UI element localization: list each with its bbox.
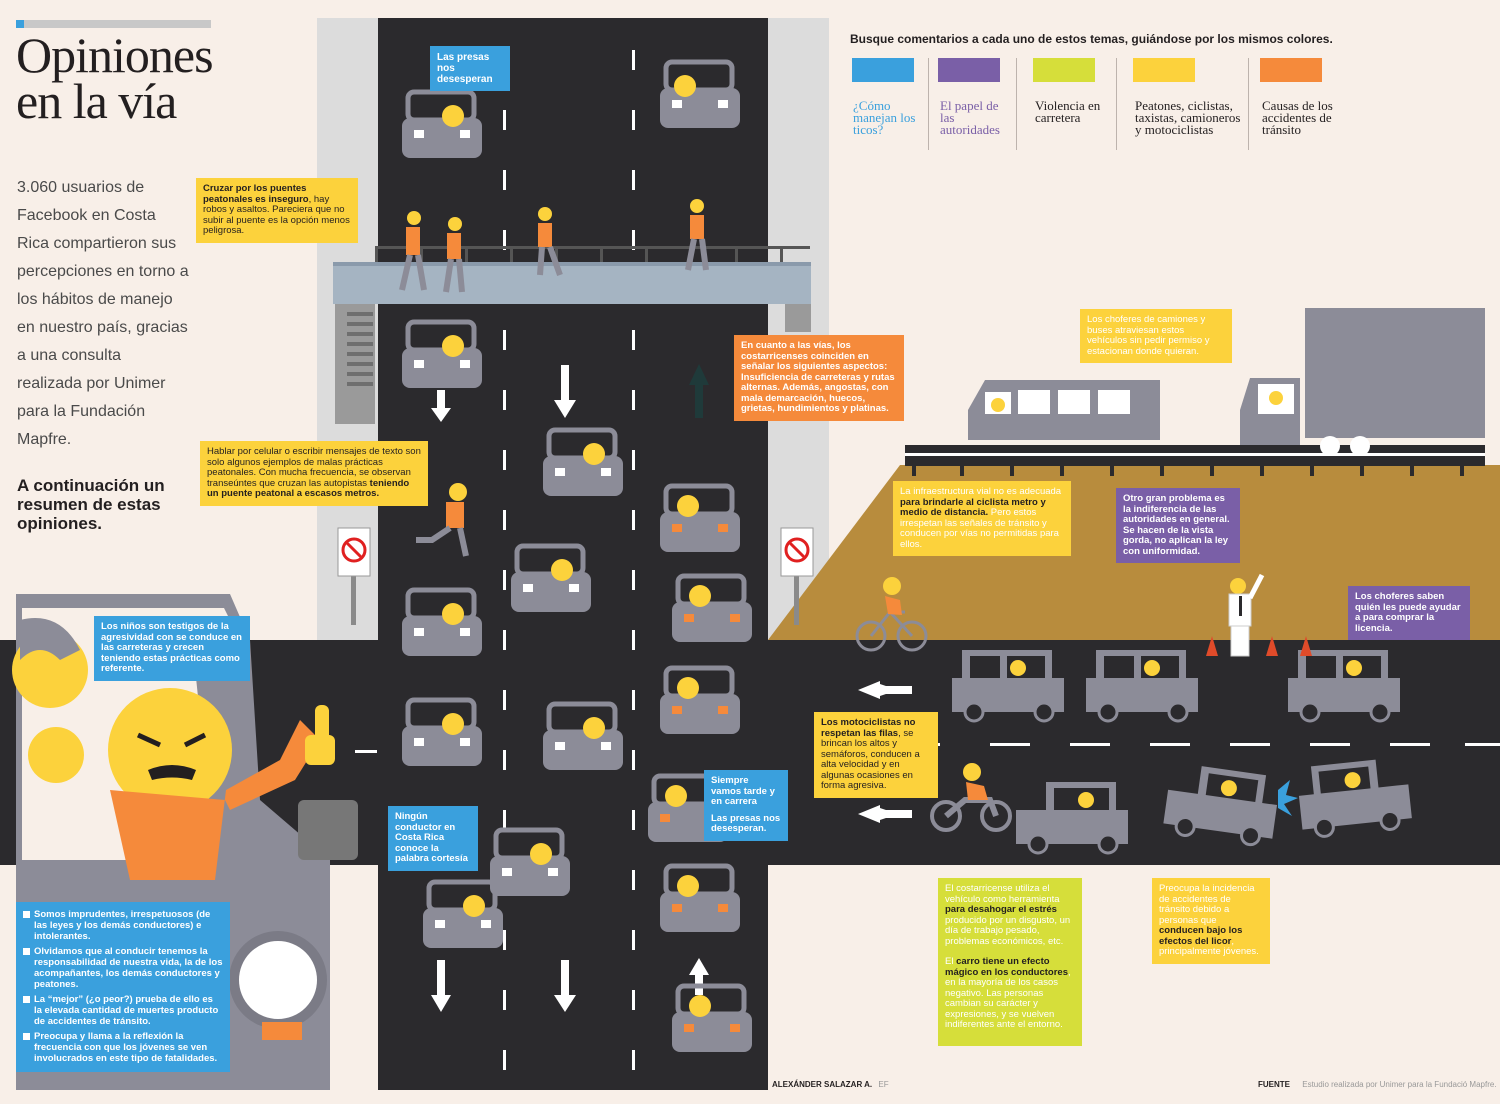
legend-separator [1116, 58, 1117, 150]
legend-separator [928, 58, 929, 150]
legend-label-orange: Causas de los accidentes de tránsito [1262, 98, 1333, 137]
motorcyclist-head [963, 763, 981, 781]
author-name: ALEXÁNDER SALAZAR A. [772, 1080, 873, 1089]
source-label: FUENTE [1258, 1080, 1290, 1089]
legend-label-yellow: Peatones, ciclistas, taxistas, camionero… [1135, 98, 1241, 137]
legend-swatch-purple [938, 58, 1000, 82]
cyclist-body [885, 596, 902, 615]
bubble-text: Pero estos irrespetan las señales de trá… [900, 507, 1059, 550]
motorcycle [930, 800, 1012, 832]
list-item: La “mejor” (¿o peor?) prueba de ello es … [23, 994, 223, 1027]
bubble-text: , se brincan los altos y semáforos, cond… [821, 727, 920, 791]
bubble-infraestructura: La infraestructura vial no es adecuada p… [893, 481, 1071, 556]
bubble-tarde: Siempre vamos tarde y en carrera Las pre… [704, 770, 788, 841]
bubble-text: Otro gran problema es la indiferencia de… [1123, 493, 1230, 557]
bubble-puentes: Cruzar por los puentes peatonales es ins… [196, 178, 358, 243]
bubble-text: Hablar por celular o escribir mensajes d… [207, 446, 421, 489]
arrow-left [858, 805, 912, 823]
intro-text: 3.060 usuarios de Facebook en Costa Rica… [17, 179, 189, 448]
bubble-licor: Preocupa la incidencia de accidentes de … [1152, 878, 1270, 964]
pedestrians [399, 199, 709, 557]
bubble-bold-text: teniendo un puente peatonal a escasos me… [207, 477, 410, 499]
legend-separator [1016, 58, 1017, 150]
credit-source: FUENTE Estudio realizada por Unimer para… [1258, 1080, 1497, 1089]
legend-separator [1248, 58, 1249, 150]
elevated-highway [905, 445, 1485, 453]
legend-swatch-green [1033, 58, 1095, 82]
arrow-up-dark [689, 364, 709, 418]
cars-horizontal [952, 650, 1412, 855]
source-text: Estudio realizada por Unimer para la Fun… [1302, 1080, 1497, 1089]
bubble-bold-text: carro tiene un efecto mágico en los cond… [945, 956, 1068, 978]
bubble-camiones: Los choferes de camiones y buses atravie… [1080, 309, 1232, 363]
page-title: Opiniones en la vía [16, 27, 214, 129]
crash-spark-icon [1278, 780, 1298, 816]
bubble-autoridades: Otro gran problema es la indiferencia de… [1116, 488, 1240, 563]
bubble-text: Los choferes saben quién les puede ayuda… [1355, 591, 1461, 634]
police-officer [1206, 573, 1312, 657]
bubble-text: , hay robos y asaltos. Pareciera que no … [203, 193, 350, 236]
no-left-turn-sign-left [337, 527, 371, 625]
bubble-cortesia: Ningún conductor en Costa Rica conoce la… [388, 806, 478, 871]
legend-swatch-orange [1260, 58, 1322, 82]
bubble-text: Las presas nos desesperan [437, 52, 493, 85]
title-line-2: en la vía [16, 73, 177, 129]
legend-swatch-blue [852, 58, 914, 82]
bubble-text: Ningún conductor en Costa Rica conoce la… [395, 811, 468, 864]
bubble-text: El [945, 956, 957, 967]
bubble-text: La infraestructura vial no es adecuada [900, 486, 1062, 497]
summary-text: A continuación un resumen de estas opini… [17, 476, 165, 533]
bubble-text: , principalmente jóvenes. [1159, 935, 1259, 957]
title-line-1: Opiniones [16, 27, 214, 83]
bubble-text: En cuanto a las vías, los costarricenses… [741, 340, 888, 372]
bubble-licencia: Los choferes saben quién les puede ayuda… [1348, 586, 1470, 640]
bubble-bold-text: para brindarle al ciclista metro y medio… [900, 496, 1046, 518]
legend-label-blue: ¿Cómo manejan los ticos? [853, 98, 916, 137]
bubble-presas-top: Las presas nos desesperan [430, 46, 510, 91]
bubble-vias: En cuanto a las vías, los costarricenses… [734, 335, 904, 421]
bubble-text: Siempre vamos tarde y en carrera [711, 775, 775, 807]
no-left-turn-sign-right [780, 527, 814, 625]
motorcyclist-body [966, 782, 988, 800]
cars-vertical [402, 59, 752, 1052]
bubble-text: El costarricense utiliza el vehículo com… [945, 883, 1060, 905]
bubble-ninos: Los niños son testigos de la agresividad… [94, 616, 250, 681]
list-item: Olvidamos que al conducir tenemos la res… [23, 946, 223, 990]
bubble-text: Los choferes de camiones y buses atravie… [1087, 314, 1210, 357]
bubble-motociclistas: Los motociclistas no respetan las filas,… [814, 712, 938, 798]
legend-heading: Busque comentarios a cada uno de estos t… [850, 32, 1333, 46]
pedestrian-bridge [333, 246, 811, 424]
author-tag: EF [878, 1080, 889, 1089]
legend-label-purple: El papel de las autoridades [940, 98, 1000, 137]
bubble-text: Insuficiencia de carreteras y rutas alte… [741, 371, 895, 414]
cyclist-head [883, 577, 901, 595]
legend-swatch-yellow [1133, 58, 1195, 82]
arrow-left [858, 681, 912, 699]
bubble-bold-text: Los motociclistas no respetan las filas [821, 717, 916, 739]
bubble-celular: Hablar por celular o escribir mensajes d… [200, 441, 428, 506]
bubble-text: Los niños son testigos de la agresividad… [101, 621, 242, 674]
bubble-bold-text: para desahogar el estrés [945, 904, 1057, 915]
list-item: Somos imprudentes, irrespetuosos (de las… [23, 909, 223, 942]
bubble-text: , en la mayoría de los casos negativo. L… [945, 966, 1071, 1030]
truck [1240, 308, 1485, 456]
bus [968, 380, 1160, 440]
list-item: Preocupa y llama a la reflexión la frecu… [23, 1031, 223, 1064]
bubble-desahogar: El costarricense utiliza el vehículo com… [938, 878, 1082, 1046]
bubble-text: Preocupa la incidencia de accidentes de … [1159, 883, 1255, 926]
bubble-bold-text: conducen bajo los efectos del licor [1159, 925, 1243, 947]
summary-list-box: Somos imprudentes, irrespetuosos (de las… [16, 902, 230, 1072]
bubble-bold-text: Cruzar por los puentes peatonales es ins… [203, 183, 309, 205]
bubble-text: Las presas nos desesperan. [711, 812, 781, 834]
legend-label-green: Violencia en carretera [1035, 98, 1101, 125]
bubble-text: producido por un disgusto, un día de tra… [945, 914, 1071, 947]
credit-author: ALEXÁNDER SALAZAR A. EF [772, 1080, 889, 1089]
header-rule [16, 20, 211, 28]
